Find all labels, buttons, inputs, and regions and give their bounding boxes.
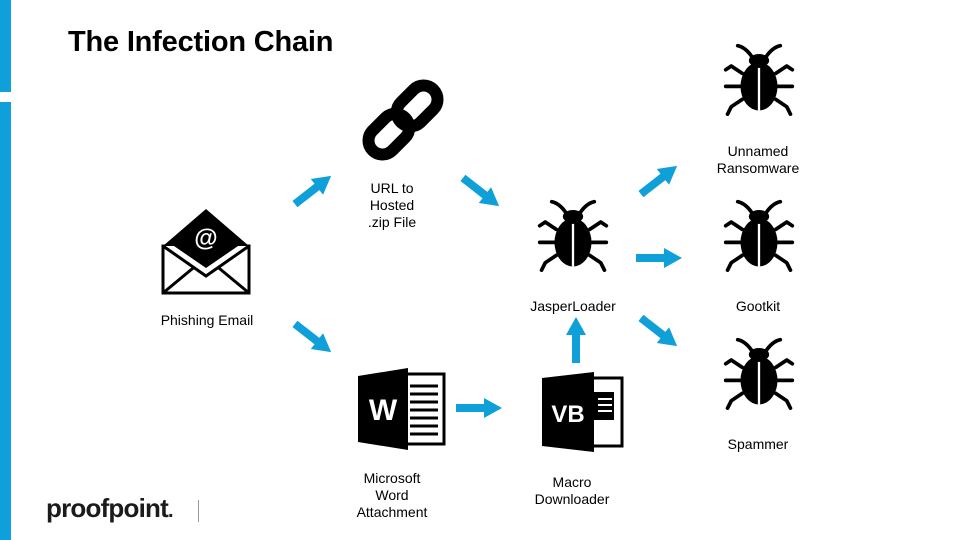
arrow-word-to-macro	[456, 398, 502, 418]
svg-text:VB: VB	[551, 401, 584, 428]
macro-downloader-label: Macro Downloader	[534, 474, 610, 507]
link-icon	[362, 79, 444, 161]
arrow-jasperloader-to-ransomware	[635, 158, 684, 202]
accent-bar-top	[0, 0, 11, 92]
slide-title: The Infection Chain	[68, 26, 334, 58]
proofpoint-logo: proofpoint.	[46, 493, 173, 523]
jasperloader-label: JasperLoader	[530, 298, 616, 314]
bug-icon	[720, 198, 798, 272]
bug-icon	[534, 198, 612, 272]
spammer-label: Spammer	[727, 436, 789, 452]
arrow-jasperloader-to-spammer	[635, 310, 684, 354]
email-icon: @	[161, 209, 251, 295]
arrow-url-to-jasperloader	[457, 170, 506, 214]
vb-macro-icon: VB	[542, 372, 624, 452]
phishing-email-label: Phishing Email	[160, 312, 254, 328]
ransomware-label: Unnamed Ransomware	[716, 143, 800, 176]
arrow-email-to-word	[289, 316, 338, 360]
gootkit-label: Gootkit	[735, 298, 781, 314]
svg-text:@: @	[194, 225, 217, 252]
arrow-jasperloader-to-gootkit	[636, 248, 682, 268]
word-attachment-label: Microsoft Word Attachment	[356, 470, 428, 520]
word-document-icon: W	[358, 368, 446, 450]
svg-text:W: W	[369, 394, 398, 427]
bug-icon	[720, 42, 798, 116]
bug-icon	[720, 336, 798, 410]
url-zip-label: URL to Hosted .zip File	[367, 180, 417, 230]
footer-divider	[198, 500, 199, 522]
accent-bar-bottom	[0, 102, 11, 540]
arrow-macro-to-jasperloader	[566, 317, 586, 363]
